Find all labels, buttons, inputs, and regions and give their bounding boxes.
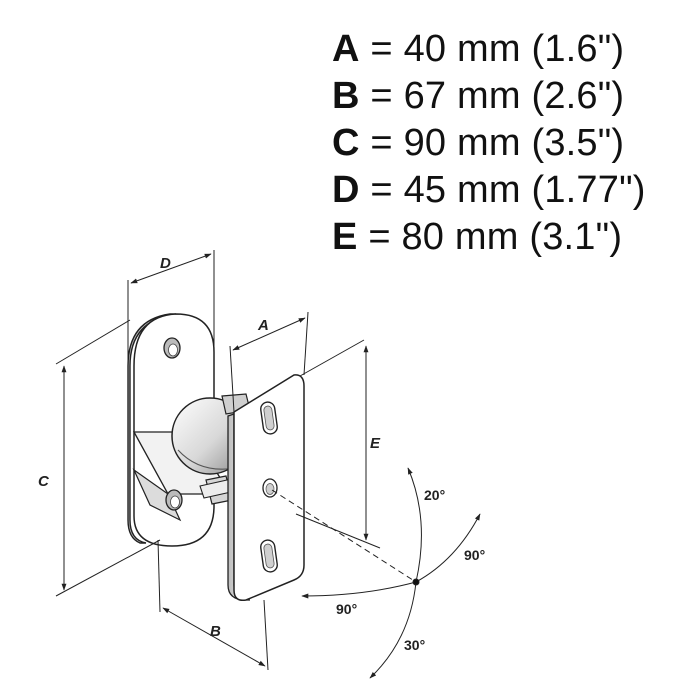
pivot-point <box>412 578 420 586</box>
swivel-left-arc <box>301 581 417 599</box>
spec-value-b: = 67 mm (2.6") <box>370 75 625 117</box>
spec-letter-d: D <box>332 169 360 211</box>
swivel-right-arc <box>415 513 481 583</box>
dimension-a-line <box>232 317 306 351</box>
dimension-b-line <box>162 607 266 667</box>
dimension-e <box>295 339 381 549</box>
spec-value-a: = 40 mm (1.6") <box>370 28 625 70</box>
plate-axis-dashed <box>271 489 417 583</box>
tilt-up-arc <box>407 467 422 583</box>
dimension-a <box>229 311 309 413</box>
dimension-e-label: E <box>370 435 381 452</box>
angle-label-90-left: 90° <box>336 601 357 617</box>
dimension-spec-list: A = 40 mm (1.6") B = 67 mm (2.6") C = 90… <box>332 26 692 261</box>
dimension-c <box>55 319 161 597</box>
dimension-d <box>127 250 215 366</box>
tilt-down-arc <box>369 581 417 679</box>
spec-letter-c: C <box>332 122 360 164</box>
spec-letter-a: A <box>332 28 360 70</box>
angle-label-30: 30° <box>404 637 425 653</box>
spec-value-c: = 90 mm (3.5") <box>370 122 625 164</box>
spec-value-e: = 80 mm (3.1") <box>368 216 623 258</box>
spec-value-d: = 45 mm (1.77") <box>370 169 646 211</box>
dimension-b-label: B <box>210 623 221 640</box>
spec-row-e: E = 80 mm (3.1") <box>332 214 692 261</box>
dimension-a-label: A <box>257 317 269 334</box>
dimension-d-label: D <box>160 255 171 272</box>
dimension-c-label: C <box>38 473 50 490</box>
angle-label-20: 20° <box>424 487 445 503</box>
dimension-d-line <box>130 253 212 284</box>
dimension-b <box>157 539 269 671</box>
angle-label-90-right: 90° <box>464 547 485 563</box>
rotation-indicator <box>271 467 481 679</box>
spec-row-b: B = 67 mm (2.6") <box>332 73 692 120</box>
spec-letter-b: B <box>332 75 360 117</box>
spec-row-c: C = 90 mm (3.5") <box>332 120 692 167</box>
wall-plate-edge <box>127 313 177 544</box>
spec-row-a: A = 40 mm (1.6") <box>332 26 692 73</box>
speaker-plate <box>227 374 305 602</box>
spec-row-d: D = 45 mm (1.77") <box>332 167 692 214</box>
spec-letter-e: E <box>332 216 358 258</box>
